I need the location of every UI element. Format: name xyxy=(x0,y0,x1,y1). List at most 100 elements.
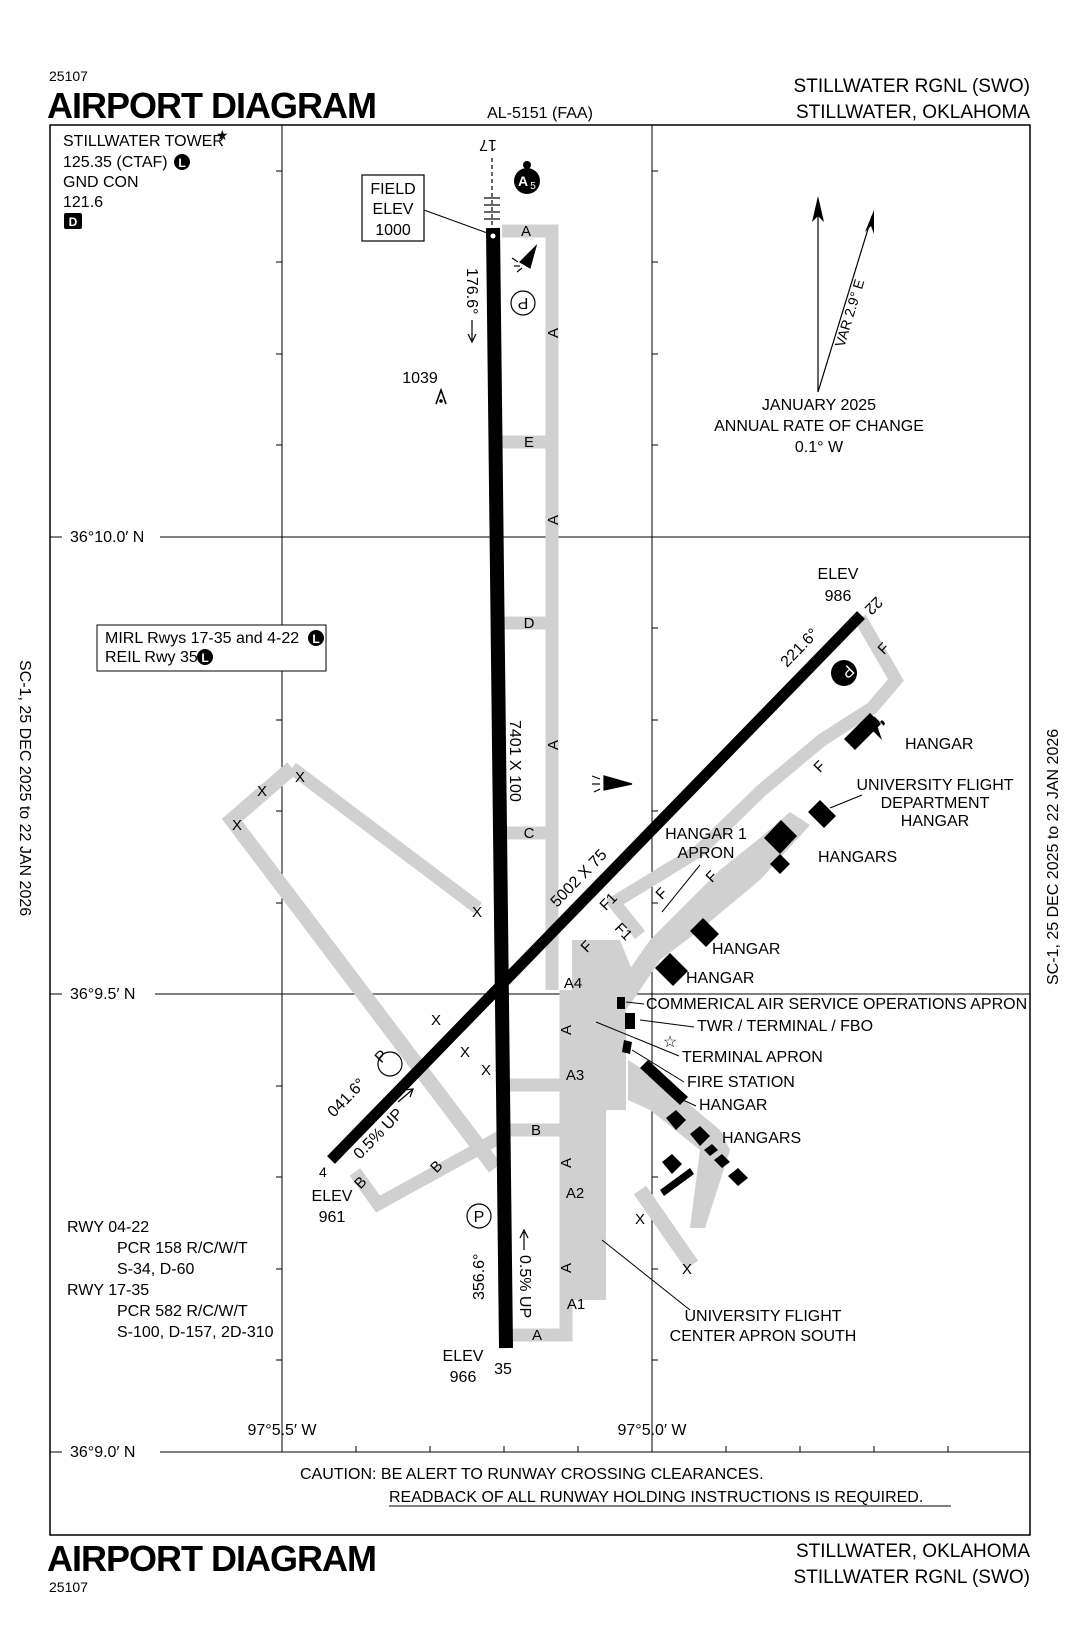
twy-x-label-1: X xyxy=(232,817,242,834)
approach-symbol-a5 xyxy=(514,168,540,194)
twy-x-label-8: X xyxy=(635,1211,645,1228)
pcr-rwy0422: RWY 04-22 xyxy=(67,1219,149,1236)
hangars-small-north xyxy=(770,854,790,874)
tower-frequency: 125.35 (CTAF) xyxy=(63,154,168,171)
lighting-badge-1: L xyxy=(312,632,319,646)
runway-35-label: 35 xyxy=(494,1361,512,1378)
hangar-south-row xyxy=(660,1168,694,1196)
city-top: STILLWATER, OKLAHOMA xyxy=(796,102,1030,123)
field-elev-value: 1000 xyxy=(375,222,411,239)
hangar-south-2 xyxy=(690,1126,710,1146)
uni-south-leader xyxy=(601,1239,691,1311)
caution-line1: CAUTION: BE ALERT TO RUNWAY CROSSING CLE… xyxy=(300,1466,764,1483)
hangar-22 xyxy=(844,713,881,750)
lat-label-1: 36°10.0′ N xyxy=(70,529,144,546)
approach-symbol-a5-letter: A xyxy=(518,173,528,189)
terminal-apron-label: TERMINAL APRON xyxy=(682,1049,823,1066)
hangar-south-5 xyxy=(728,1168,748,1186)
field-elev-line2: ELEV xyxy=(373,201,414,218)
hangar1-apron-line1: HANGAR 1 xyxy=(665,826,747,843)
pcr-rwy0422-value: PCR 158 R/C/W/T xyxy=(117,1240,248,1257)
twy-a1-label: A1 xyxy=(567,1296,585,1313)
lighting-line1: MIRL Rwys 17-35 and 4-22 xyxy=(105,630,299,647)
obstacle-height: 1039 xyxy=(402,370,438,387)
runway-threshold-dot xyxy=(490,233,496,239)
hangar-south-leader xyxy=(669,1093,697,1107)
runway-17-label: 17 xyxy=(479,136,497,153)
twy-x-label-7: X xyxy=(481,1062,491,1079)
hangar-south-4 xyxy=(714,1154,730,1168)
uni-dept-hangar-line3: HANGAR xyxy=(901,813,969,830)
taxiway-x-southeast xyxy=(633,1185,699,1270)
hangar-apron-south xyxy=(628,1060,730,1228)
hangars-south-label: HANGARS xyxy=(722,1130,801,1147)
chart-code-bottom: 25107 xyxy=(49,1579,88,1595)
terminal-building xyxy=(622,1040,632,1054)
twy-a-label-5: A xyxy=(558,1025,575,1035)
twy-x-label-9: X xyxy=(682,1261,692,1278)
parking-symbol-35-label: P xyxy=(474,1209,485,1226)
twr-terminal-1 xyxy=(617,997,625,1009)
airport-name-bottom: STILLWATER RGNL (SWO) xyxy=(794,1567,1030,1588)
uni-dept-hangar-line1: UNIVERSITY FLIGHT xyxy=(856,777,1013,794)
university-dept-hangar-building xyxy=(808,800,836,828)
hangar-south-label: HANGAR xyxy=(699,1097,767,1114)
pcr-rwy1735-value: PCR 582 R/C/W/T xyxy=(117,1303,248,1320)
twy-x-label-2: X xyxy=(257,783,267,800)
twy-f-label-2: F xyxy=(810,758,829,776)
magnetic-rate-label: ANNUAL RATE OF CHANGE xyxy=(714,418,924,435)
pcr-rwy0422-weight: S-34, D-60 xyxy=(117,1261,194,1278)
twy-d-label: D xyxy=(524,615,535,632)
twr-terminal-2 xyxy=(625,1013,635,1029)
twy-x-label-6: X xyxy=(460,1044,470,1061)
elev-22-label: ELEV xyxy=(818,566,859,583)
approach-symbol-a5-dot xyxy=(523,161,531,169)
lat-label-3: 36°9.0′ N xyxy=(70,1444,135,1461)
heading-176-arrow xyxy=(467,320,477,344)
chart-frame xyxy=(49,124,1031,1536)
taxiway-pavement xyxy=(221,224,904,1342)
magnetic-rate: 0.1° W xyxy=(795,439,844,456)
field-elev-box xyxy=(361,174,425,242)
lat-label-2: 36°9.5′ N xyxy=(70,986,135,1003)
approach-lights-17 xyxy=(484,158,500,226)
obstacle-icon xyxy=(435,387,447,405)
commercial-apron-leader xyxy=(625,1001,645,1005)
field-elev-line1: FIELD xyxy=(370,181,415,198)
gradient-35-label: 0.5% UP xyxy=(516,1255,533,1318)
twy-c-label: C xyxy=(524,825,535,842)
gradient-35-arrow xyxy=(519,1228,529,1250)
elev-4-label: ELEV xyxy=(312,1188,353,1205)
magnetic-date: JANUARY 2025 xyxy=(762,397,876,414)
magnetic-north-arrow xyxy=(865,210,874,234)
wind-cone-icon xyxy=(511,243,538,273)
taxiway-f1 xyxy=(606,895,646,940)
twy-x-label-5: X xyxy=(431,1012,441,1029)
taxiway-a-south xyxy=(537,990,573,1342)
chart-title-bottom: AIRPORT DIAGRAM xyxy=(47,1538,376,1579)
tower-star-icon: ☆ xyxy=(663,1034,677,1051)
lighting-line2: REIL Rwy 35 xyxy=(105,649,198,666)
true-north-arrow xyxy=(812,196,824,222)
approach-symbol-a5-number: 5 xyxy=(530,181,536,192)
pcr-rwy1735: RWY 17-35 xyxy=(67,1282,149,1299)
airport-name-top: STILLWATER RGNL (SWO) xyxy=(794,76,1030,97)
chart-code-top: 25107 xyxy=(49,68,88,84)
elev-22-value: 986 xyxy=(825,588,852,605)
aprons xyxy=(572,812,810,1300)
gradient-4-arrow xyxy=(397,1088,414,1103)
twy-a-label-7: A xyxy=(558,1263,575,1273)
university-apron xyxy=(622,812,810,990)
tower-badge: L xyxy=(178,156,185,170)
parking-symbol-north xyxy=(510,290,536,316)
buildings xyxy=(617,713,885,1196)
lon-label-1: 97°5.5′ W xyxy=(248,1422,318,1439)
hangar1-leader xyxy=(661,864,701,913)
hangar1-apron-line2: APRON xyxy=(678,845,735,862)
main-apron xyxy=(572,940,640,1300)
twy-a2-label: A2 xyxy=(566,1185,584,1202)
ground-label: GND CON xyxy=(63,174,139,191)
hangar-22-building xyxy=(872,716,885,740)
twy-b-label-1: B xyxy=(531,1122,541,1139)
